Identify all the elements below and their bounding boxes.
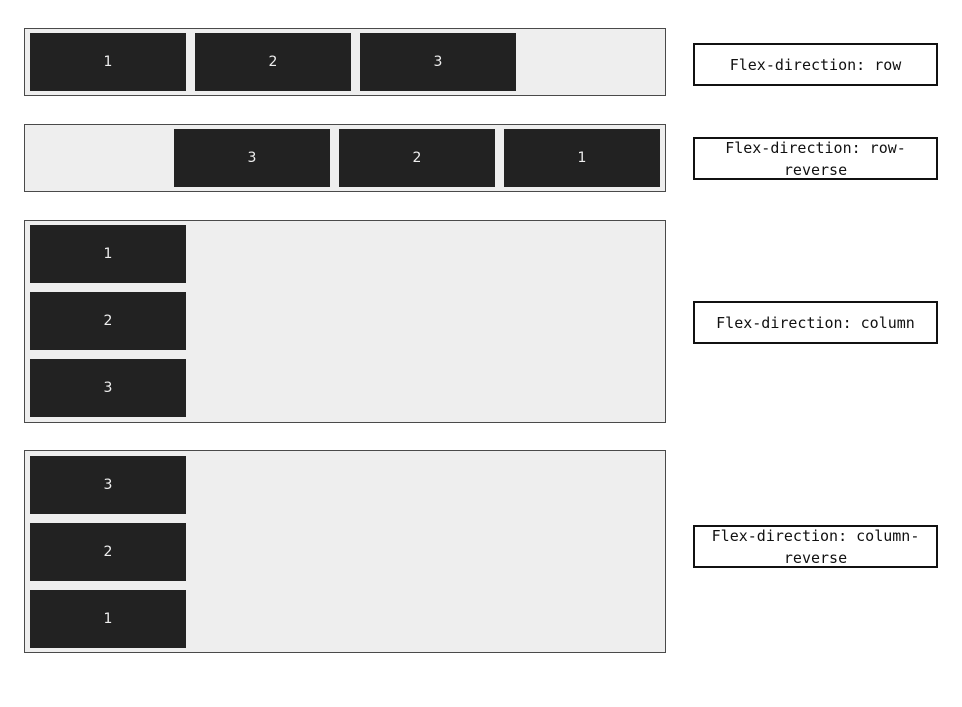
label-column: Flex-direction: column (693, 301, 938, 344)
flex-item: 3 (30, 456, 186, 514)
flex-container-row: 1 2 3 (24, 28, 666, 96)
flex-item: 1 (30, 590, 186, 648)
flex-item: 3 (174, 129, 330, 187)
flex-item: 2 (30, 292, 186, 350)
flex-item: 2 (195, 33, 351, 91)
flex-item: 3 (360, 33, 516, 91)
flex-item: 1 (30, 33, 186, 91)
flex-container-column: 1 2 3 (24, 220, 666, 423)
label-row-reverse: Flex-direction: row-reverse (693, 137, 938, 180)
flex-container-row-reverse: 1 2 3 (24, 124, 666, 192)
label-column-reverse: Flex-direction: column-reverse (693, 525, 938, 568)
flex-item: 2 (30, 523, 186, 581)
flex-item: 2 (339, 129, 495, 187)
flex-container-column-reverse: 1 2 3 (24, 450, 666, 653)
flex-item: 3 (30, 359, 186, 417)
flex-item: 1 (30, 225, 186, 283)
flex-item: 1 (504, 129, 660, 187)
label-row: Flex-direction: row (693, 43, 938, 86)
